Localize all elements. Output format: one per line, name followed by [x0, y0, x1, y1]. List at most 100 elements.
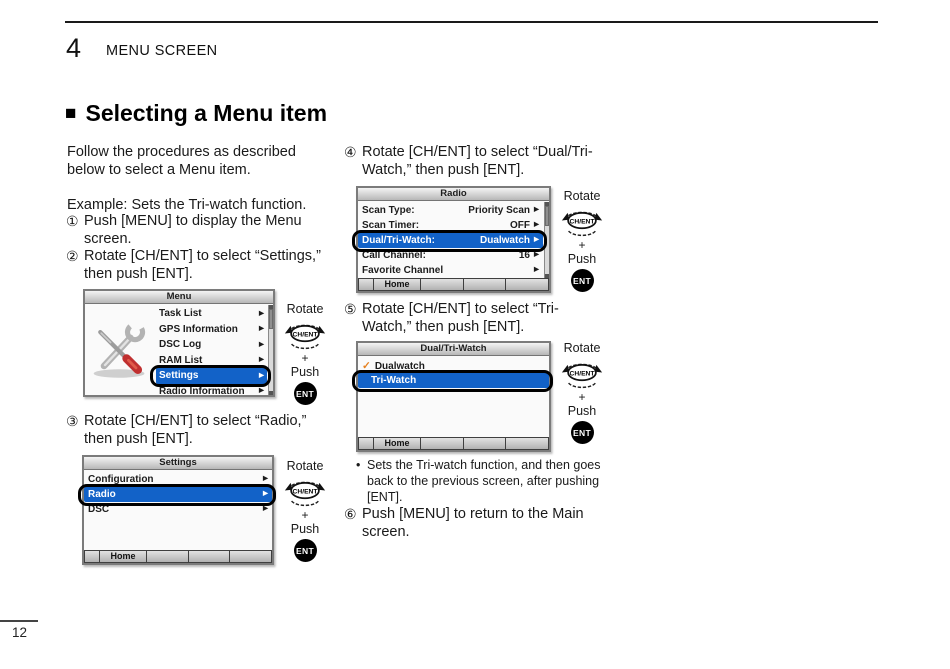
- ent-button-icon: ENT: [293, 539, 317, 562]
- header-rule: [65, 21, 878, 23]
- settings-item-label: Radio: [88, 489, 116, 500]
- menu-item: RAM List ▶: [156, 353, 267, 369]
- radio-item-value: Priority Scan: [468, 205, 530, 216]
- screen-title: Radio: [358, 188, 549, 201]
- step-number: ⑤: [344, 301, 357, 317]
- menu-item-label: Radio Information: [159, 385, 245, 397]
- arrow-icon: ▶: [534, 251, 539, 259]
- screen-body: Scan Type: Priority Scan ▶ Scan Timer: OF…: [352, 202, 549, 291]
- step-text: Rotate [CH/ENT] to select “Settings,” th…: [84, 248, 321, 282]
- arrow-icon: ▶: [534, 266, 539, 274]
- note-text: Sets the Tri-watch function, and then go…: [367, 458, 601, 504]
- step-text: Push [MENU] to display the Menu screen.: [84, 213, 302, 247]
- softkey-segment: [463, 279, 506, 290]
- rotate-label: Rotate: [563, 189, 601, 203]
- rotate-push-instruction: Rotate CH/ENT + Push ENT: [558, 341, 606, 444]
- softkey-home: Home: [374, 279, 420, 290]
- rotate-label: Rotate: [286, 459, 324, 473]
- push-label: Push: [567, 252, 597, 266]
- step-text: Rotate [CH/ENT] to select “Tri-Watch,” t…: [362, 301, 559, 335]
- menu-item: GPS Information ▶: [156, 322, 267, 338]
- step-2: ② Rotate [CH/ENT] to select “Settings,” …: [66, 248, 338, 283]
- menu-item-label: RAM List: [159, 354, 203, 366]
- arrow-icon: ▶: [259, 340, 264, 348]
- footer-rule: [0, 620, 38, 622]
- arrow-icon: ▶: [263, 505, 268, 513]
- arrow-icon: ▶: [534, 206, 539, 214]
- scrollbar-down-cap: [545, 274, 549, 278]
- dual-item-label: ✓Dualwatch: [362, 360, 425, 372]
- settings-item-label: Configuration: [88, 474, 154, 485]
- softkey-home: Home: [100, 551, 146, 562]
- step-6: ⑥ Push [MENU] to return to the Main scre…: [344, 506, 602, 541]
- softkey-segment: [359, 438, 373, 449]
- tools-icon: [93, 322, 146, 378]
- step-number: ④: [344, 144, 357, 160]
- radio-item-label: Dual/Tri-Watch:: [362, 235, 435, 246]
- step-5: ⑤ Rotate [CH/ENT] to select “Tri-Watch,”…: [344, 301, 602, 336]
- arrow-icon: ▶: [534, 221, 539, 229]
- svg-text:CH/ENT: CH/ENT: [570, 370, 596, 377]
- step-number: ①: [66, 213, 79, 229]
- softkey-segment: [421, 438, 463, 449]
- settings-item: DSC ▶: [84, 502, 272, 517]
- screen-body: ✓Dualwatch Tri-Watch Home: [352, 357, 553, 450]
- push-label: Push: [567, 404, 597, 418]
- menu-item-label: DSC Log: [159, 339, 202, 351]
- intro-paragraph: Follow the procedures as described below…: [67, 144, 296, 178]
- scrollbar-up-cap: [545, 202, 549, 206]
- plus-label: +: [301, 351, 309, 365]
- dual-tri-watch-screen-illustration: Dual/Tri-Watch ✓Dualwatch Tri-Watch Home: [352, 341, 553, 452]
- softkey-home: Home: [374, 438, 420, 449]
- scrollbar-thumb: [269, 309, 273, 329]
- scrollbar: [268, 305, 273, 395]
- arrow-icon: ▶: [259, 371, 264, 379]
- svg-text:CH/ENT: CH/ENT: [293, 488, 319, 495]
- dual-item-label: Tri-Watch: [371, 375, 417, 386]
- radio-item-selected: Dual/Tri-Watch: Dualwatch▶: [352, 229, 547, 252]
- plus-label: +: [301, 508, 309, 522]
- arrow-icon: ▶: [259, 356, 264, 363]
- softkey-segment: [506, 279, 549, 290]
- svg-text:CH/ENT: CH/ENT: [293, 331, 319, 338]
- step-number: ③: [66, 413, 79, 429]
- radio-item: Call Channel: 16 ▶: [358, 248, 543, 263]
- radio-item-label: Call Channel:: [362, 250, 426, 261]
- settings-screen-illustration: Settings Configuration ▶ Radio ▶ DSC ▶: [78, 455, 276, 565]
- rotate-label: Rotate: [563, 341, 601, 355]
- push-label: Push: [290, 365, 320, 379]
- step-number: ②: [66, 248, 79, 264]
- radio-item-label: Scan Type:: [362, 205, 415, 216]
- softkey-segment: [506, 438, 549, 449]
- screen-title: Settings: [84, 457, 272, 470]
- check-icon: ✓: [362, 359, 371, 372]
- softkey-segment: [463, 438, 506, 449]
- scrollbar-down-cap: [269, 391, 273, 395]
- screen-title: Menu: [85, 291, 273, 304]
- softkey-segment: [188, 551, 230, 562]
- rotate-push-instruction: Rotate CH/ENT + Push ENT: [558, 189, 606, 292]
- rotate-knob-icon: CH/ENT: [561, 211, 603, 237]
- page-number: 12: [12, 625, 28, 640]
- softkey-bar: Home: [84, 550, 272, 563]
- menu-item-selected: Settings ▶: [150, 364, 271, 387]
- chapter-title: MENU SCREEN: [106, 43, 218, 59]
- radio-item-label: Scan Timer:: [362, 220, 420, 231]
- step-text: Rotate [CH/ENT] to select “Radio,” then …: [84, 413, 307, 447]
- step-text: Push [MENU] to return to the Main screen…: [362, 506, 584, 540]
- radio-item-value: 16: [518, 250, 530, 261]
- radio-screen-illustration: Radio Scan Type: Priority Scan ▶ Scan Tim…: [352, 186, 551, 293]
- step-text: Rotate [CH/ENT] to select “Dual/Tri-Watc…: [362, 144, 593, 178]
- rotate-knob-icon: CH/ENT: [561, 363, 603, 389]
- arrow-icon: ▶: [534, 236, 539, 244]
- radio-item: Scan Type: Priority Scan ▶: [358, 203, 543, 218]
- dual-item-selected: Tri-Watch: [352, 369, 553, 392]
- radio-item: Scan Timer: OFF▶: [358, 218, 543, 233]
- bullet-icon: •: [356, 458, 361, 472]
- menu-item: DSC Log ▶: [156, 337, 267, 353]
- softkey-bar: Home: [358, 437, 549, 450]
- screen-body: Task List ▶ GPS Information ▶ DSC Log ▶ …: [85, 305, 273, 397]
- radio-item-list: Scan Type: Priority Scan ▶ Scan Timer: OF…: [352, 203, 547, 278]
- softkey-segment: [421, 279, 463, 290]
